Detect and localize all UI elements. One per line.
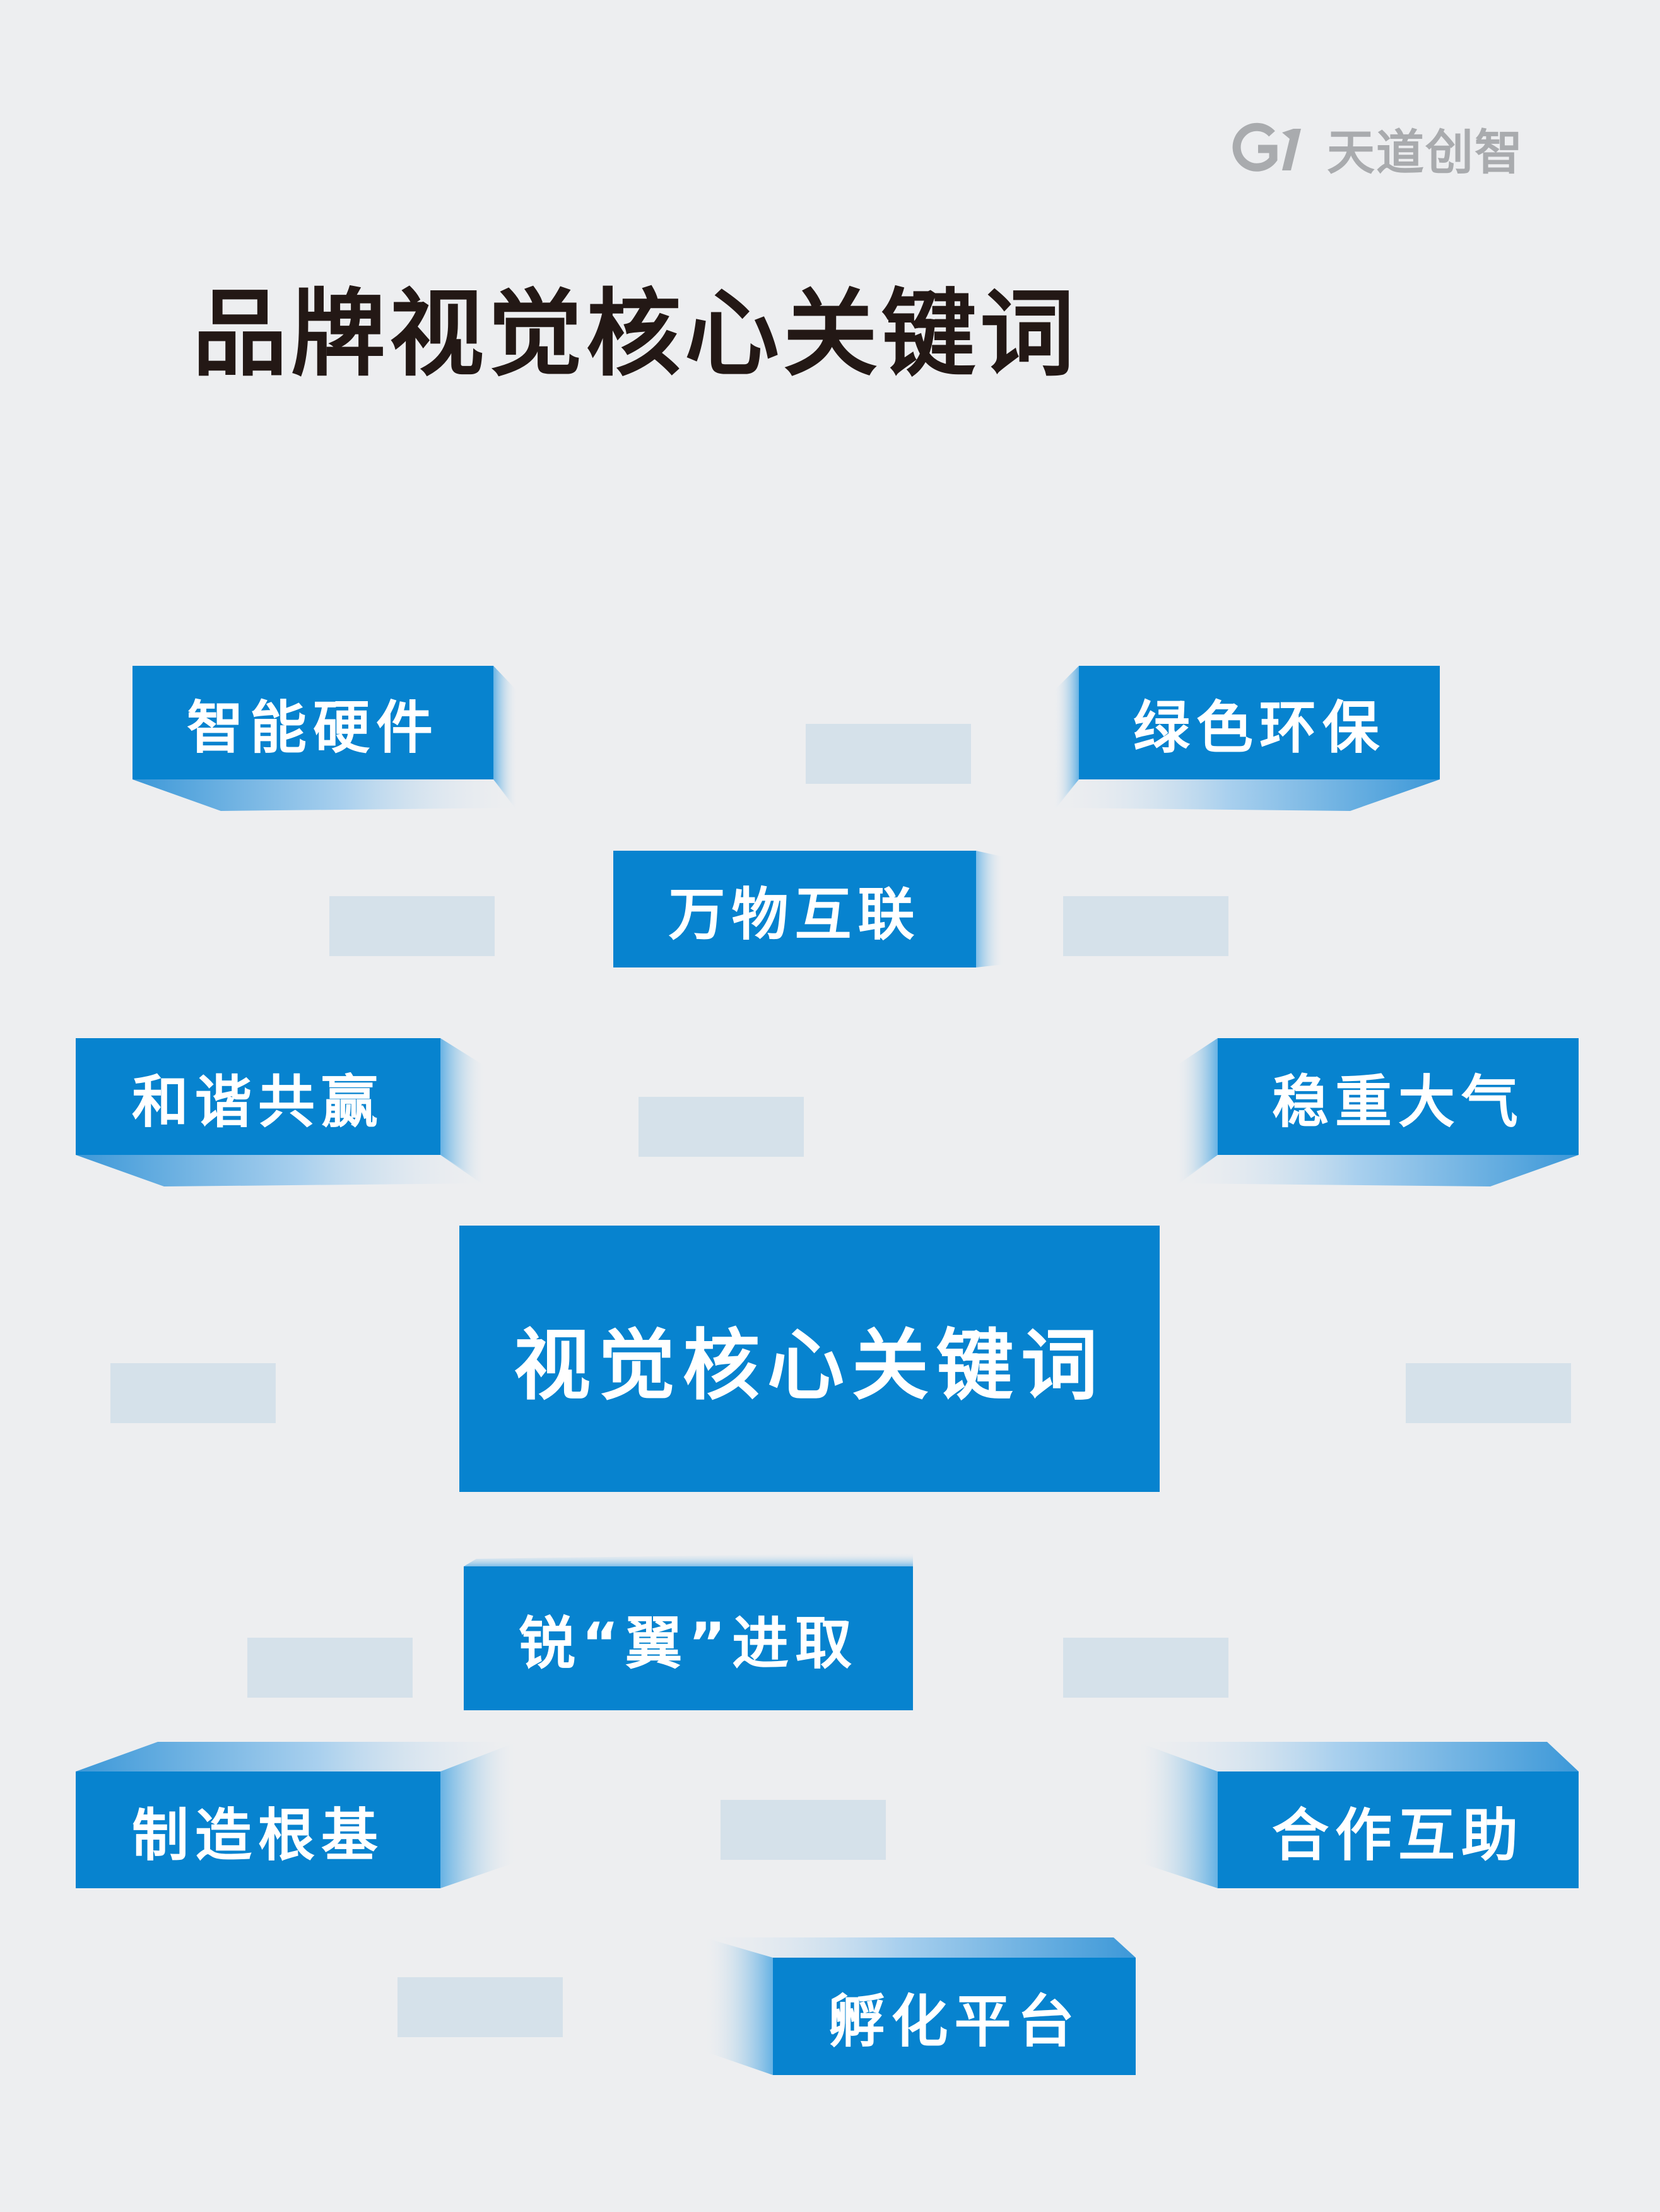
keyword-block-iot: 万物互联 bbox=[613, 851, 1004, 967]
g1-logo-icon bbox=[1232, 122, 1301, 172]
keyword-block-manufacturing: 制造根基 bbox=[76, 1742, 517, 1888]
keyword-block-center: 视觉核心关键词 bbox=[459, 1226, 1160, 1492]
keyword-label: 稳重大气 bbox=[1218, 1038, 1579, 1155]
decor-chip bbox=[1063, 1638, 1228, 1698]
decor-chip bbox=[806, 724, 971, 784]
keyword-label: 孵化平台 bbox=[773, 1958, 1136, 2075]
keyword-label: 万物互联 bbox=[613, 851, 976, 967]
decor-chip bbox=[639, 1097, 804, 1157]
keyword-label: 绿色环保 bbox=[1079, 666, 1440, 779]
keyword-block-harmony: 和谐共赢 bbox=[76, 1038, 486, 1186]
keyword-label: 制造根基 bbox=[76, 1771, 440, 1888]
decor-chip bbox=[329, 896, 495, 956]
keyword-label: 锐“翼”进取 bbox=[464, 1566, 913, 1710]
keyword-block-progress: 锐“翼”进取 bbox=[464, 1553, 913, 1710]
keyword-block-green: 绿色环保 bbox=[1054, 666, 1440, 811]
decor-chip bbox=[247, 1638, 413, 1698]
decor-chip bbox=[1063, 896, 1228, 956]
keyword-label: 和谐共赢 bbox=[76, 1038, 440, 1155]
brand-name: 天道创智 bbox=[1327, 124, 1524, 180]
page-title: 品牌视觉核心关键词 bbox=[192, 280, 1079, 389]
decor-chip bbox=[721, 1800, 886, 1860]
decor-chip bbox=[397, 1977, 563, 2037]
brand-logo: 天道创智 bbox=[1230, 114, 1524, 183]
keyword-label: 合作互助 bbox=[1218, 1771, 1579, 1888]
keyword-label: 智能硬件 bbox=[132, 666, 493, 779]
keyword-block-steady: 稳重大气 bbox=[1175, 1038, 1579, 1186]
keyword-block-intelligent-hardware: 智能硬件 bbox=[132, 666, 517, 811]
center-keyword-label: 视觉核心关键词 bbox=[459, 1226, 1160, 1492]
decor-chip bbox=[110, 1363, 276, 1423]
keyword-block-incubation: 孵化平台 bbox=[703, 1937, 1136, 2075]
decor-chip bbox=[1406, 1363, 1571, 1423]
keyword-block-cooperation: 合作互助 bbox=[1137, 1742, 1579, 1888]
